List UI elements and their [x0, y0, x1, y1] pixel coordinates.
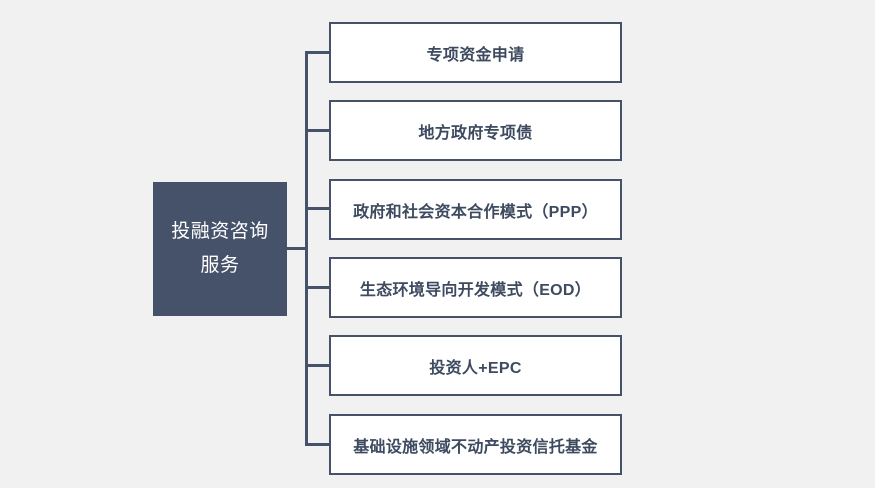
branch-node-6-label: 基础设施领域不动产投资信托基金 [353, 438, 598, 456]
connector-root-to-spine [287, 247, 308, 250]
connector-branch-1 [305, 51, 331, 54]
root-node-label: 投融资咨询 服务 [171, 221, 269, 276]
connector-branch-5 [305, 364, 331, 367]
branch-node-6[interactable]: 基础设施领域不动产投资信托基金 [329, 414, 622, 475]
connector-spine [305, 52, 308, 445]
branch-node-3-label: 政府和社会资本合作模式（PPP） [353, 203, 598, 221]
connector-branch-2 [305, 129, 331, 132]
branch-node-2[interactable]: 地方政府专项债 [329, 100, 622, 161]
branch-node-1-label: 专项资金申请 [426, 46, 525, 64]
connector-branch-3 [305, 207, 331, 210]
branch-node-2-label: 地方政府专项债 [418, 124, 533, 142]
connector-branch-6 [305, 443, 331, 446]
branch-node-5[interactable]: 投资人+EPC [329, 335, 622, 396]
branch-node-4-label: 生态环境导向开发模式（EOD） [359, 281, 592, 299]
branch-node-4[interactable]: 生态环境导向开发模式（EOD） [329, 257, 622, 318]
root-node-investment-financing-consulting[interactable]: 投融资咨询 服务 [153, 182, 287, 316]
branch-node-3[interactable]: 政府和社会资本合作模式（PPP） [329, 179, 622, 240]
branch-node-1[interactable]: 专项资金申请 [329, 22, 622, 83]
branch-node-5-label: 投资人+EPC [429, 359, 522, 377]
connector-branch-4 [305, 286, 331, 289]
